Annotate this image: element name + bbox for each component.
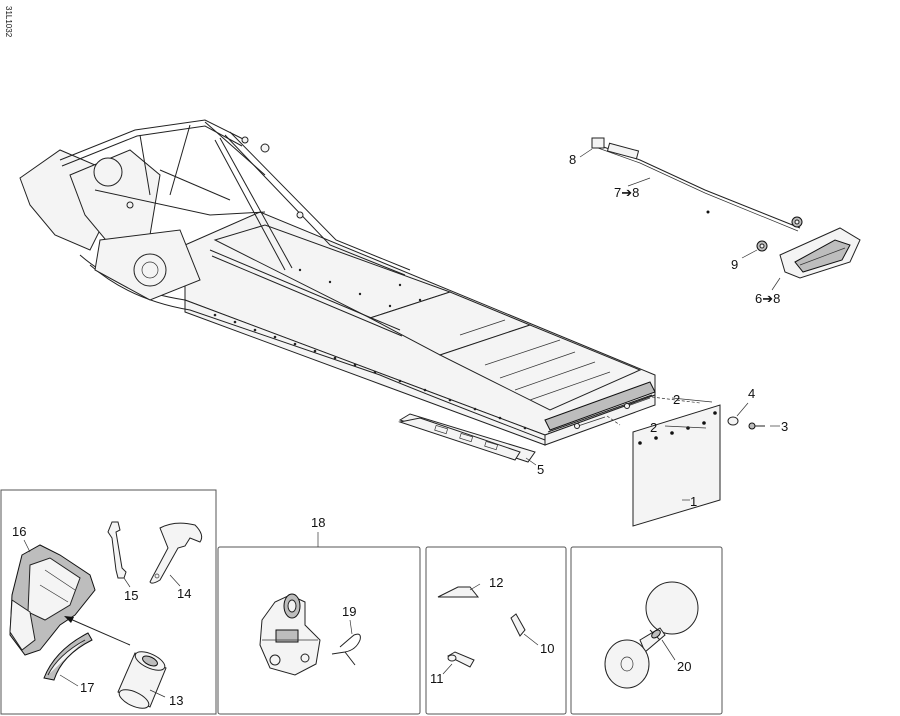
tool-bag bbox=[9, 544, 96, 656]
horn bbox=[604, 581, 699, 689]
callout-16: 16 bbox=[12, 524, 26, 539]
pads-panel bbox=[425, 546, 567, 715]
pad-11 bbox=[446, 651, 475, 668]
callout-7: 7➔8 bbox=[614, 185, 639, 200]
panel-leaders bbox=[23, 539, 676, 698]
pad-12 bbox=[437, 586, 480, 598]
callout-20: 20 bbox=[677, 659, 691, 674]
callout-18: 18 bbox=[311, 515, 325, 530]
callout-13: 13 bbox=[169, 693, 183, 708]
slide-plate bbox=[398, 413, 536, 463]
callout-labels: 1 2 2 3 4 5 6➔8 7➔8 8 9 10 11 12 13 14 1… bbox=[12, 152, 788, 708]
callout-2b: 2 bbox=[650, 420, 657, 435]
pad-10 bbox=[510, 613, 526, 637]
callout-14: 14 bbox=[177, 586, 191, 601]
callout-10: 10 bbox=[540, 641, 554, 656]
open-end-wrench bbox=[107, 521, 127, 579]
hitch-pin bbox=[331, 633, 361, 666]
spark-plug-holder bbox=[43, 632, 93, 681]
tow-hitch bbox=[259, 532, 321, 676]
leader-lines bbox=[525, 148, 781, 501]
tail-light bbox=[591, 137, 861, 279]
mud-flap bbox=[632, 404, 721, 527]
callout-15: 15 bbox=[124, 588, 138, 603]
callout-4: 4 bbox=[748, 386, 755, 401]
callout-19: 19 bbox=[342, 604, 356, 619]
callout-5: 5 bbox=[537, 462, 544, 477]
callout-3: 3 bbox=[781, 419, 788, 434]
arrow-line bbox=[64, 616, 131, 646]
callout-2a: 2 bbox=[673, 392, 680, 407]
callout-11: 11 bbox=[430, 671, 444, 686]
diagram-code: 31L1032 bbox=[4, 6, 13, 38]
spark-plug-can bbox=[117, 651, 167, 709]
chassis-frame bbox=[19, 119, 656, 446]
hitch-panel bbox=[217, 546, 421, 715]
spanner-wrench bbox=[149, 522, 203, 584]
callout-9: 9 bbox=[731, 257, 738, 272]
callout-12: 12 bbox=[489, 575, 503, 590]
flap-bolts bbox=[574, 396, 765, 430]
callout-8: 8 bbox=[569, 152, 576, 167]
callout-17: 17 bbox=[80, 680, 94, 695]
callout-1: 1 bbox=[690, 494, 697, 509]
horn-panel bbox=[570, 546, 723, 715]
tool-kit-panel bbox=[0, 489, 217, 715]
callout-6: 6➔8 bbox=[755, 291, 780, 306]
